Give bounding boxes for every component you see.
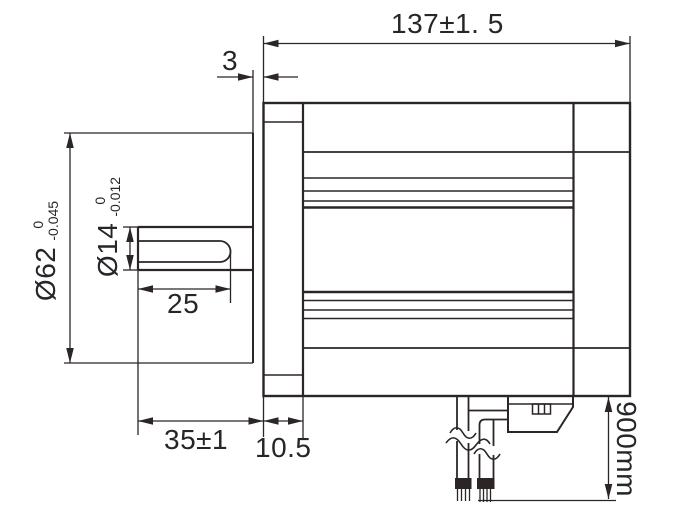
dim-label-flange-diameter: Ø62 0 -0.045 xyxy=(30,200,61,302)
dimension-arrowheads xyxy=(66,39,630,499)
cables xyxy=(445,396,508,502)
dim-value: Ø14 xyxy=(92,222,123,278)
connector xyxy=(507,396,574,433)
dim-value: Ø62 xyxy=(30,246,61,302)
dim-label-pilot-protrusion: 3 xyxy=(222,45,239,76)
tolerance-stack: 0 -0.012 xyxy=(92,176,123,217)
motor-body xyxy=(252,101,632,398)
dim-label-total-length: 137±1. 5 xyxy=(391,8,504,39)
shaft xyxy=(136,225,253,272)
dim-label-shaft-diameter: Ø14 0 -0.012 xyxy=(92,176,123,278)
tolerance-lower: -0.012 xyxy=(107,176,123,217)
dimension-lines xyxy=(64,36,631,502)
dim-label-shaft-length: 35±1 xyxy=(164,424,229,455)
dim-label-flange-thickness: 10.5 xyxy=(255,432,312,463)
dim-label-shaft-flat-length: 25 xyxy=(167,288,200,319)
tolerance-lower: -0.045 xyxy=(45,200,61,241)
tolerance-upper: 0 xyxy=(92,196,108,205)
tolerance-stack: 0 -0.045 xyxy=(30,200,61,241)
dim-label-cable-length: 900mm xyxy=(611,401,642,497)
tolerance-upper: 0 xyxy=(30,220,46,229)
